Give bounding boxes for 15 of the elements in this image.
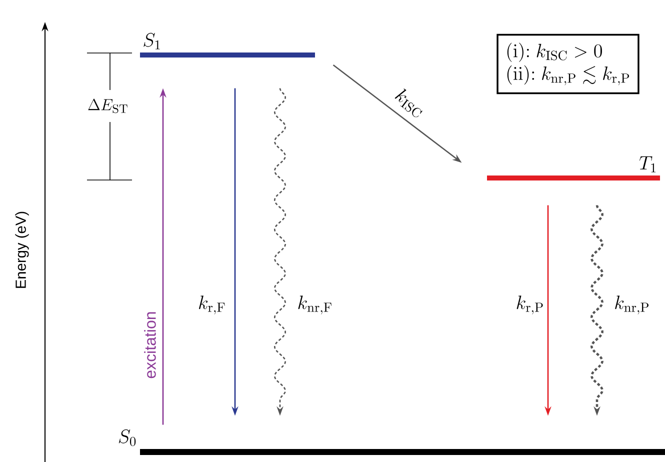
- edge-label: $k_{\mathrm{r,F}}$: [199, 296, 225, 314]
- edge-label: $k_{\mathrm{r,P}}$: [516, 296, 543, 314]
- condition-box: $\mathrm{(i)}{:}\ k_{\mathrm{ISC}} > 0$ $\mathrm{(ii)}{:}\ k_{\mathrm{nr,P}} \lesssim k_{\mathrm{r,P}}$: [496, 34, 640, 94]
- energy-level-bar: $S_0$: [118, 429, 665, 455]
- energy-level-bar: $T_1$: [487, 156, 660, 180]
- edge-label: $k_{\mathrm{ISC}}$: [394, 88, 422, 118]
- node-label: $S_1$: [144, 32, 160, 50]
- edge-label: $k_{\mathrm{nr,F}}$: [298, 296, 332, 314]
- energy-level-bar: $S_1$: [140, 32, 315, 58]
- dimension-label: $\Delta E_{\mathrm{ST}}$: [88, 98, 128, 114]
- edge-label: excitation: [144, 312, 156, 378]
- node-label: $T_1$: [639, 156, 656, 172]
- edge-label: $k_{\mathrm{nr,P}}$: [615, 296, 648, 314]
- axis-label: Energy (eV): [15, 212, 29, 288]
- node-label: $S_0$: [118, 429, 136, 446]
